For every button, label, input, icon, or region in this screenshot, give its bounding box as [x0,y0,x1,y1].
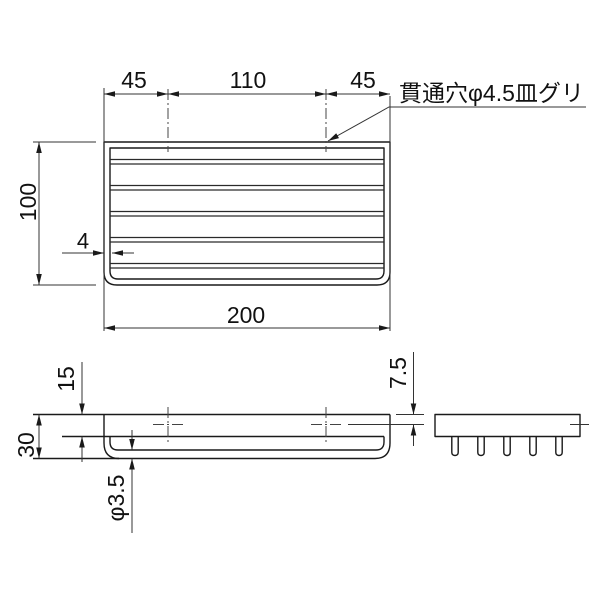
top-view-inner-frame [109,147,385,280]
end-view-body [434,413,581,438]
dim-wall-4: 4 [62,229,134,256]
leader-arrowhead-icon [328,133,339,141]
end-view-pins [451,436,563,457]
dim-phi-3-5-label: φ3.5 [103,475,129,522]
dim-45-left-label: 45 [121,67,147,93]
dim-length-200: 200 [104,302,390,331]
top-view [103,89,391,286]
through-hole-callout: 貫通穴φ4.5皿グリ [327,80,586,142]
through-hole-annotation: 貫通穴φ4.5皿グリ [399,80,584,106]
dim-100-label: 100 [15,183,41,221]
dim-200-label: 200 [227,302,265,328]
dim-hole-depth-7-5: 7.5 [348,352,424,446]
side-view-center-marks [153,407,344,442]
dim-15-label: 15 [53,366,79,392]
leader-line [327,106,586,142]
side-view-inner-right [375,436,385,451]
end-view [434,413,589,457]
dim-45-right-label: 45 [350,67,376,93]
side-view-left-end [103,414,120,460]
top-view-wires [110,158,384,269]
dim-30-label: 30 [13,432,39,458]
side-view-inner-left [109,436,119,451]
dim-total-height-30: 30 [13,414,42,459]
dim-4-label: 4 [77,229,89,254]
dim-band-15: 15 [53,362,85,462]
dim-wire-dia-3-5: φ3.5 [103,430,135,533]
dim-7-5-label: 7.5 [385,357,411,389]
side-view [33,407,391,460]
dim-height-100: 100 [15,141,96,286]
side-view-right-end [374,414,391,460]
dim-110-label: 110 [230,67,267,93]
dim-top-chain: 45 110 45 [103,67,391,331]
